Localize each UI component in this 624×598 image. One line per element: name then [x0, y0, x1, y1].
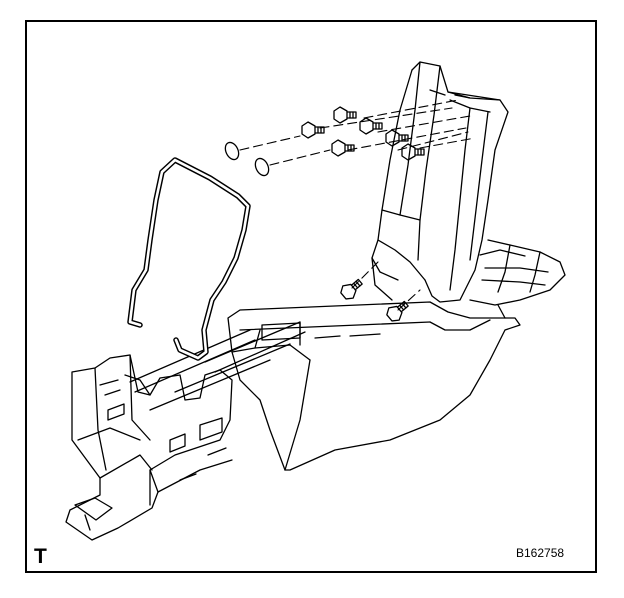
armrest-lid [371, 61, 509, 303]
figure-id: B162758 [516, 546, 565, 560]
support-rods [129, 321, 306, 411]
assembly-dashed-lines [239, 99, 476, 311]
corner-letter: T [34, 545, 47, 568]
screws [301, 106, 425, 322]
screw [331, 139, 355, 157]
console-box-body [227, 301, 521, 471]
screw [386, 300, 409, 322]
clips [224, 141, 270, 177]
screw [301, 121, 325, 139]
screw [359, 117, 383, 135]
rear-console-section [469, 239, 566, 319]
screw [333, 106, 357, 124]
screw [401, 143, 425, 161]
screw [385, 129, 409, 147]
screw [340, 278, 363, 300]
console-lower-bracket [65, 354, 233, 541]
diagram-frame [25, 20, 597, 573]
